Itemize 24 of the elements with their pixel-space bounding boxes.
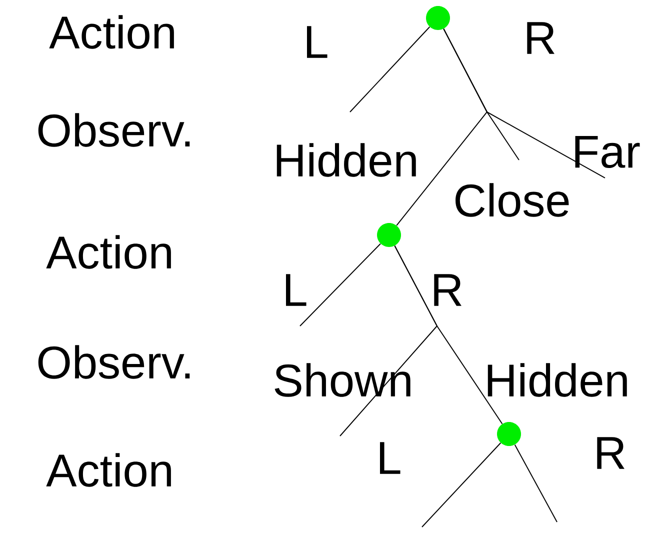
branch-line <box>514 444 558 522</box>
tree-label: R <box>597 437 624 469</box>
tree-label: Close <box>456 183 569 217</box>
branch-line <box>350 26 430 112</box>
branch-line <box>443 28 606 178</box>
decision-node <box>426 6 450 30</box>
tree-label: Action <box>46 453 171 487</box>
tree-label: R <box>527 22 554 54</box>
tree-label: Observ. <box>38 113 190 147</box>
decision-node <box>497 422 521 446</box>
branch-line <box>422 442 502 528</box>
tree-label: Observ. <box>38 345 190 379</box>
tree-label: R <box>434 274 462 306</box>
tree-label: L <box>286 274 306 306</box>
decision-node <box>377 223 401 247</box>
tree-label: Far <box>575 136 640 168</box>
tree-label: Hidden <box>276 143 416 177</box>
tree-label: L <box>380 442 400 474</box>
tree-label: Hidden <box>488 363 627 397</box>
branch-line <box>394 245 503 424</box>
branch-line <box>300 243 381 326</box>
tree-label: Action <box>49 15 174 49</box>
tree-label: Action <box>46 235 171 269</box>
tree-label: L <box>307 26 328 58</box>
